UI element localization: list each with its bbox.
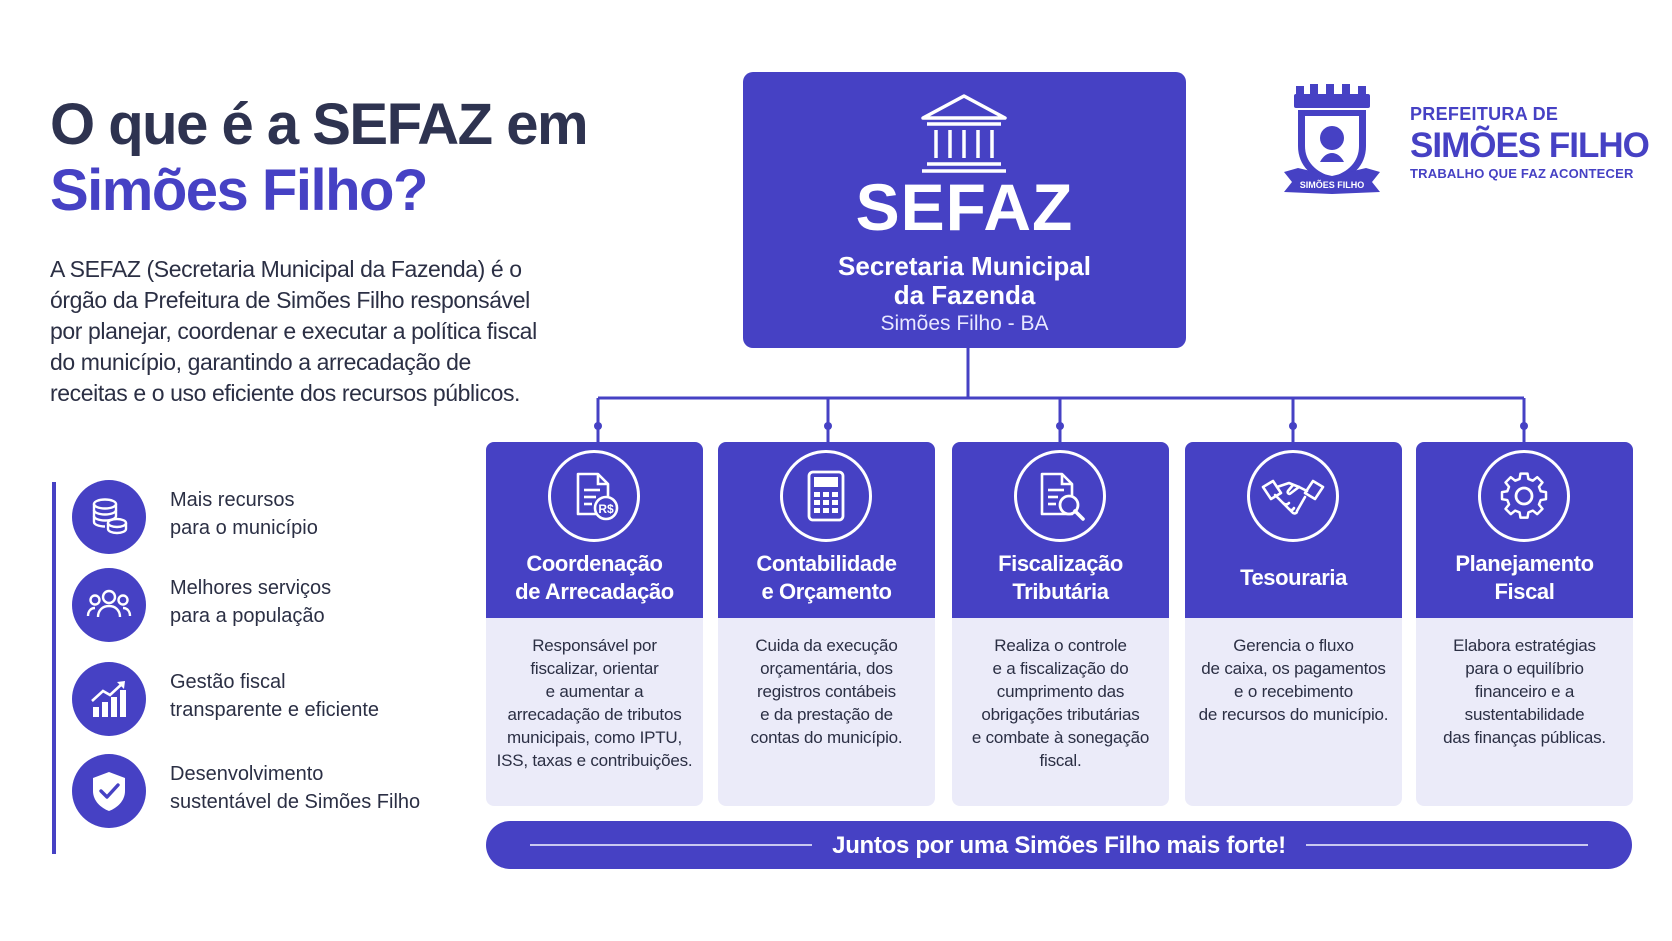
department-description: Gerencia o fluxo de caixa, os pagamentos… [1185, 618, 1402, 806]
prefeitura-logo: SIMÕES FILHO PREFEITURA DE SIMÕES FILHO … [1280, 84, 1650, 204]
headline-line-1: O que é a SEFAZ em [50, 92, 589, 157]
department-card-header: Fiscalização Tributária [952, 442, 1169, 618]
department-title: Contabilidade e Orçamento [756, 551, 897, 604]
benefits-list: Mais recursos para o município Melhores … [52, 480, 482, 854]
people-icon [72, 568, 146, 642]
bank-building-icon [919, 92, 1009, 181]
logo-tagline: TRABALHO QUE FAZ ACONTECER [1410, 166, 1634, 181]
benefit-item: Desenvolvimento sustentável de Simões Fi… [72, 754, 482, 830]
benefit-text: Melhores serviços para a população [170, 577, 332, 627]
document-search-icon [1014, 450, 1106, 542]
department-title: Tesouraria [1240, 565, 1347, 590]
department-card-header: Contabilidade e Orçamento [718, 442, 935, 618]
crest-label: SIMÕES FILHO [1299, 180, 1365, 190]
handshake-icon [1247, 450, 1339, 542]
department-card-header: R$ Coordenação de Arrecadação [486, 442, 703, 618]
department-description: Responsável por fiscalizar, orientar e a… [486, 618, 703, 806]
intro-paragraph: A SEFAZ (Secretaria Municipal da Fazenda… [50, 256, 537, 406]
benefit-text: Gestão fiscal transparente e eficiente [170, 671, 380, 721]
sefaz-location: Simões Filho - BA [880, 312, 1049, 335]
department-card-contabilidade: Contabilidade e Orçamento Cuida da execu… [718, 442, 935, 806]
logo-line-2: SIMÕES FILHO [1410, 126, 1650, 165]
coins-icon [72, 480, 146, 554]
gear-icon [1478, 450, 1570, 542]
department-card-tesouraria: Tesouraria Gerencia o fluxo de caixa, os… [1185, 442, 1402, 806]
sefaz-full-name: Secretaria Municipal da Fazenda [838, 251, 1091, 310]
slogan-banner: Juntos por uma Simões Filho mais forte! [486, 821, 1632, 869]
headline-line-2: Simões Filho? [50, 158, 428, 223]
department-title: Coordenação de Arrecadação [515, 551, 674, 604]
department-card-planejamento: Planejamento Fiscal Elabora estratégias … [1416, 442, 1633, 806]
department-card-header: Planejamento Fiscal [1416, 442, 1633, 618]
benefit-text: Desenvolvimento sustentável de Simões Fi… [170, 763, 421, 813]
headline: O que é a SEFAZ em Simões Filho? [50, 92, 610, 224]
department-description: Cuida da execução orçamentária, dos regi… [718, 618, 935, 806]
benefit-item: Gestão fiscal transparente e eficiente [72, 662, 482, 738]
shield-check-icon [72, 754, 146, 828]
department-card-arrecadacao: R$ Coordenação de Arrecadação Responsáve… [486, 442, 703, 806]
calculator-icon [780, 450, 872, 542]
department-title: Fiscalização Tributária [998, 551, 1123, 604]
benefit-item: Mais recursos para o município [72, 480, 482, 556]
banner-divider-right [1306, 844, 1588, 846]
city-crest-icon: SIMÕES FILHO [1280, 84, 1388, 207]
department-description: Realiza o controle e a fiscalização do c… [952, 618, 1169, 806]
benefit-text: Mais recursos para o município [170, 489, 318, 539]
sefaz-acronym: SEFAZ [855, 170, 1074, 244]
slogan-text: Juntos por uma Simões Filho mais forte! [832, 832, 1286, 859]
benefit-item: Melhores serviços para a população [72, 568, 482, 644]
banner-divider-left [530, 844, 812, 846]
department-card-header: Tesouraria [1185, 442, 1402, 618]
svg-text:R$: R$ [598, 502, 614, 516]
sefaz-main-box: SEFAZ Secretaria Municipal da Fazenda Si… [743, 72, 1186, 348]
growth-chart-icon [72, 662, 146, 736]
logo-line-1: PREFEITURA DE [1410, 104, 1559, 124]
department-description: Elabora estratégias para o equilíbrio fi… [1416, 618, 1633, 806]
department-title: Planejamento Fiscal [1455, 551, 1594, 604]
department-card-fiscalizacao: Fiscalização Tributária Realiza o contro… [952, 442, 1169, 806]
document-money-icon: R$ [548, 450, 640, 542]
